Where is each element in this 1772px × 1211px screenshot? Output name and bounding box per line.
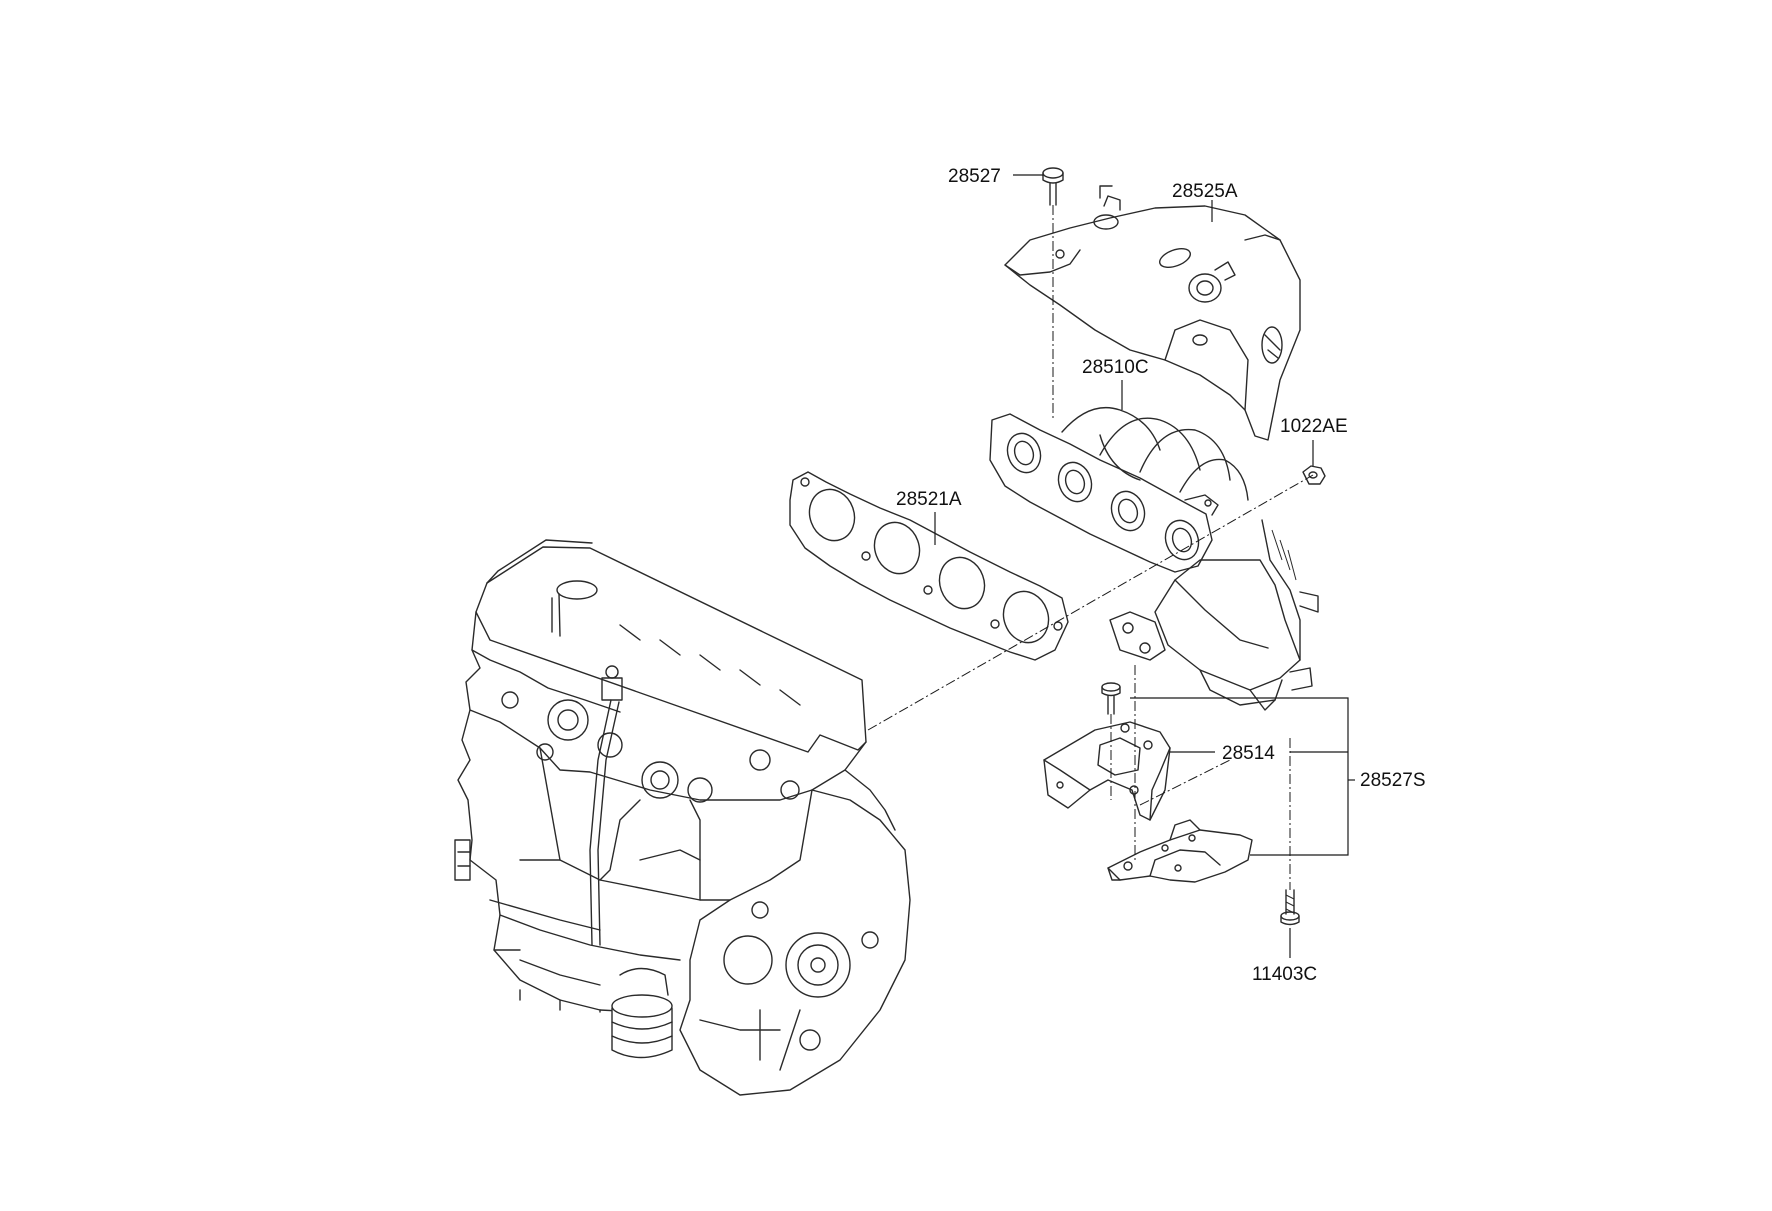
label-28514: 28514 xyxy=(1222,743,1275,764)
exhaust-manifold-28510c xyxy=(989,406,1319,711)
label-1022ae: 1022AE xyxy=(1280,416,1348,437)
nut-1022ae xyxy=(1302,465,1326,485)
bolt-bracket-upper xyxy=(1101,682,1121,715)
assembly-center-lines xyxy=(867,205,1314,890)
label-11403c: 11403C xyxy=(1252,964,1317,985)
bolt-11403c xyxy=(1280,889,1300,926)
engine-block xyxy=(454,539,911,1096)
bracket-28514 xyxy=(1043,721,1171,821)
label-28527: 28527 xyxy=(948,166,1001,187)
bolt-28527 xyxy=(1042,167,1064,206)
part-labels: 28527 28525A 28510C 1022AE 28521A 28514 … xyxy=(896,166,1426,985)
leader-lines xyxy=(934,174,1355,958)
lower-heat-shield xyxy=(1107,819,1253,883)
label-28521a: 28521A xyxy=(896,489,962,510)
heat-shield-28525a xyxy=(1004,185,1301,441)
label-28527s: 28527S xyxy=(1360,770,1426,791)
label-28525a: 28525A xyxy=(1172,181,1238,202)
manifold-gasket-28521a xyxy=(789,471,1069,661)
label-28510c: 28510C xyxy=(1082,357,1149,378)
